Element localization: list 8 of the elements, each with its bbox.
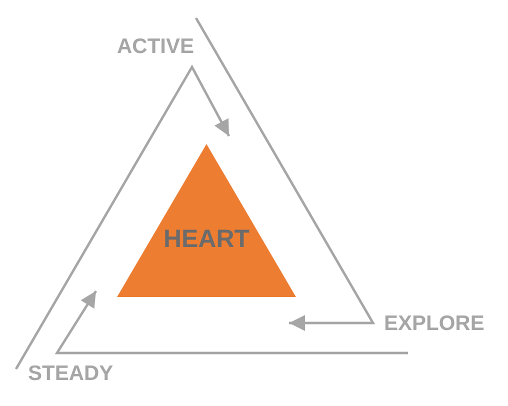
- bent-arrow: [54, 290, 408, 354]
- corner-label: EXPLORE: [384, 312, 484, 336]
- bent-arrow: [194, 17, 376, 331]
- corner-label: ACTIVE: [117, 35, 194, 59]
- corner-label: STEADY: [28, 362, 114, 386]
- triangle-shape: [117, 144, 296, 297]
- center-label: HEART: [162, 224, 251, 254]
- bent-arrow: [14, 64, 230, 370]
